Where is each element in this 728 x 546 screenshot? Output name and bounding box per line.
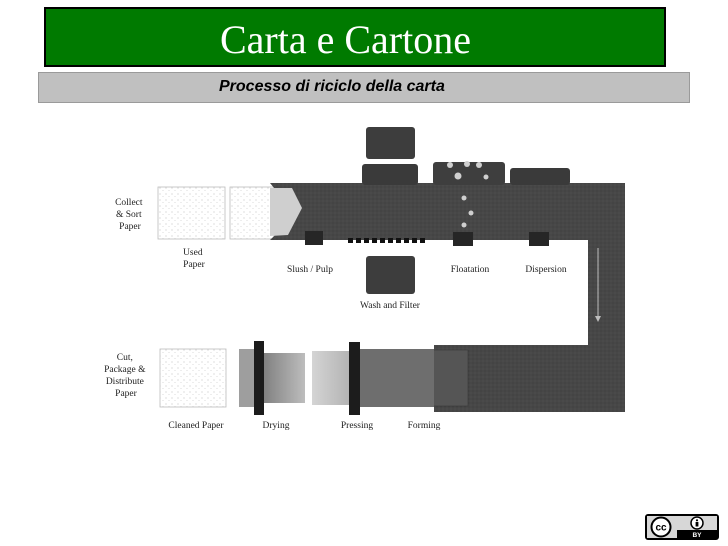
pressing-block xyxy=(360,349,434,407)
drying-roller-post xyxy=(254,341,264,415)
title-bar: Carta e Cartone xyxy=(44,7,666,67)
slush-valve xyxy=(305,231,323,245)
bubble xyxy=(461,222,467,228)
wash-tank-lower xyxy=(366,256,415,294)
label-forming: Forming xyxy=(408,421,441,431)
bubble xyxy=(468,210,474,216)
pulp-machine-body xyxy=(270,183,625,370)
label-collect: Collect & Sort Paper xyxy=(115,198,145,232)
label-flotation: Floatation xyxy=(451,265,490,275)
forming-machine-body xyxy=(434,345,625,412)
cc-badge-graphic: cc BY xyxy=(647,516,717,539)
label-wash-filter: Wash and Filter xyxy=(360,301,421,311)
wash-tank-top xyxy=(362,164,418,185)
bubble xyxy=(464,161,470,167)
flow-arrow-head xyxy=(595,316,601,322)
label-used-paper: Used Paper xyxy=(183,248,206,270)
dispersion-tank-top xyxy=(510,168,570,185)
label-slush-pulp: Slush / Pulp xyxy=(287,265,333,275)
bubble xyxy=(483,174,489,180)
label-drying: Drying xyxy=(263,421,290,431)
bubble xyxy=(447,162,453,168)
flotation-valve xyxy=(453,232,473,246)
filter-screen xyxy=(348,238,425,243)
bubble xyxy=(476,162,482,168)
slide-subtitle: Processo di riciclo della carta xyxy=(219,78,445,95)
cleaned-paper-sheet xyxy=(159,348,227,408)
label-cut-package: Cut, Package & Distribute Paper xyxy=(104,353,148,399)
forming-screen xyxy=(431,349,469,407)
paper-recycling-diagram: Collect & Sort Paper Used Paper Slush / … xyxy=(104,127,625,431)
slide-title: Carta e Cartone xyxy=(220,17,471,62)
label-cleaned-paper: Cleaned Paper xyxy=(168,421,224,431)
cc-license-badge: cc BY xyxy=(645,514,719,540)
drying-sheet xyxy=(259,353,305,403)
bubble xyxy=(454,172,462,180)
dispersion-valve xyxy=(529,232,549,246)
label-pressing: Pressing xyxy=(341,421,373,431)
collect-paper-sheet xyxy=(157,186,226,240)
svg-text:BY: BY xyxy=(692,532,702,538)
subtitle-bar: Processo di riciclo della carta xyxy=(38,72,690,103)
svg-text:cc: cc xyxy=(655,523,667,534)
pressing-roller-post xyxy=(349,342,360,415)
label-dispersion: Dispersion xyxy=(525,265,566,275)
paper-shred-wedge xyxy=(270,188,302,236)
bubble xyxy=(461,195,467,201)
cc-icon xyxy=(650,516,672,538)
wash-tank-upper xyxy=(366,127,415,159)
